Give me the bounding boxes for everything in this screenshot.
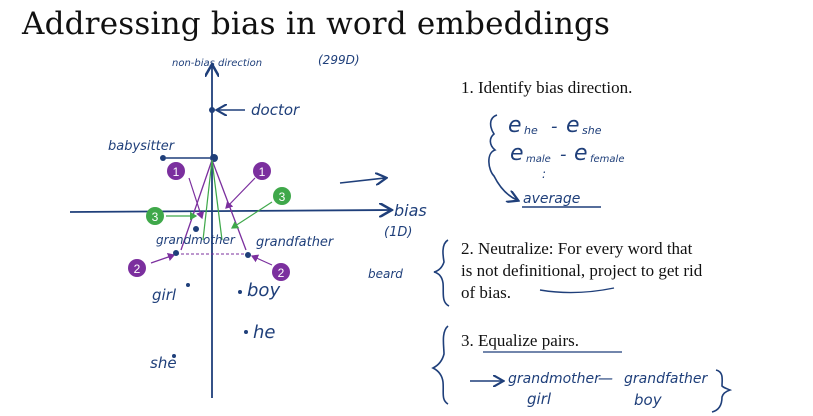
step-identify-bias: 1. Identify bias direction. (461, 78, 633, 97)
grandmother-equalized-point (193, 226, 199, 232)
green-arrow-right (230, 201, 273, 229)
identify-brace (488, 114, 517, 200)
svg-text::: : (542, 167, 546, 181)
grandfather-label: grandfather (256, 235, 335, 250)
pair-boy: boy (634, 391, 663, 409)
green-line-left (202, 159, 213, 241)
y-axis-dimension: (299D) (318, 53, 360, 67)
pair-girl: girl (527, 390, 552, 408)
he-label: he (253, 322, 275, 343)
purple-arrow-bottom-right (250, 254, 273, 266)
pair-grandmother: grandmother (508, 371, 601, 387)
x-axis-label: bias (394, 201, 427, 220)
svg-text:she: she (582, 124, 602, 137)
badge-3-left: 3 (146, 207, 164, 225)
step-equalize: 3. Equalize pairs. (461, 331, 580, 350)
x-axis-dimension: (1D) (384, 225, 412, 240)
step-neutralize-line3: of bias. (461, 283, 512, 302)
badge-1-left: 1 (167, 162, 185, 180)
grandmother-link (180, 159, 213, 251)
step-neutralize-line2: is not definitional, project to get rid (461, 261, 703, 280)
svg-text:e: e (510, 141, 524, 166)
she-point (172, 354, 176, 358)
boy-label: boy (247, 280, 280, 301)
svg-text:1: 1 (173, 165, 180, 179)
svg-text:3: 3 (279, 190, 286, 204)
girl-point (186, 283, 190, 287)
grandmother-point (173, 250, 179, 256)
badge-2-left: 2 (128, 259, 146, 277)
pair-closing-brace (711, 369, 733, 413)
svg-text:-: - (560, 144, 567, 165)
svg-text:2: 2 (134, 262, 141, 276)
svg-text:3: 3 (152, 210, 159, 224)
average-note: average (523, 191, 580, 207)
badge-1-right: 1 (253, 162, 271, 180)
grandfather-point (245, 252, 251, 258)
svg-text:e: e (574, 141, 588, 166)
step-neutralize-line1: 2. Neutralize: For every word that (461, 239, 693, 258)
slide-title: Addressing bias in word embeddings (22, 6, 611, 42)
svg-text:2: 2 (278, 266, 285, 280)
y-axis-label: non-bias direction (172, 58, 262, 69)
e-he-minus-e-she: e he - e she (508, 113, 602, 138)
green-line-right (211, 159, 223, 241)
babysitter-original-point (160, 155, 166, 161)
definitional-underline (539, 287, 615, 294)
svg-text:he: he (524, 124, 538, 137)
svg-text:e: e (508, 113, 522, 138)
equalize-brace (431, 325, 449, 405)
purple-arrow-right (225, 177, 256, 209)
boy-point (238, 290, 242, 294)
doctor-label: doctor (251, 101, 300, 119)
neutralize-brace (433, 239, 450, 307)
svg-text:e: e (566, 113, 580, 138)
svg-text:male: male (526, 154, 551, 165)
e-male-minus-e-female: e male - e female : (510, 141, 624, 181)
badge-3-right: 3 (273, 187, 291, 205)
pair-dash: — (598, 369, 613, 387)
girl-label: girl (152, 286, 177, 304)
x-axis (69, 210, 390, 212)
doctor-point (209, 107, 215, 113)
grandmother-label: grandmother (156, 233, 236, 247)
beard-note: beard (368, 267, 403, 281)
she-label: she (150, 354, 177, 372)
purple-arrow-left (188, 177, 205, 220)
svg-text:1: 1 (259, 165, 266, 179)
purple-arrow-bottom-left (150, 253, 176, 264)
svg-text:female: female (590, 154, 624, 165)
svg-text:-: - (551, 116, 558, 137)
he-point (244, 330, 248, 334)
pair-grandfather: grandfather (624, 371, 708, 387)
bias-direction-arrow (339, 178, 385, 183)
badge-2-right: 2 (272, 263, 290, 281)
babysitter-label: babysitter (108, 139, 176, 154)
